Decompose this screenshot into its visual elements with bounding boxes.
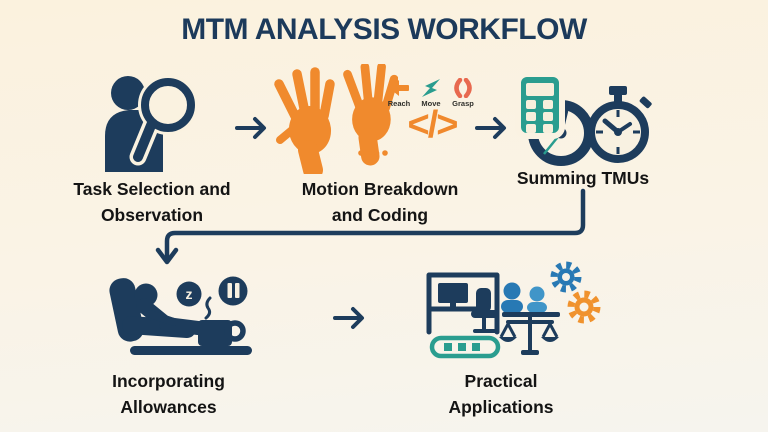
step-task-selection [95,70,213,172]
code-brackets-glyph: </> [407,104,459,146]
gear-orange-icon [567,290,601,324]
reach-label: Reach [387,99,411,108]
resting-person-icon: z [109,276,252,355]
step-motion-breakdown [272,64,398,174]
step-incorporating-allowances: z [98,262,263,362]
grasp-icon [447,78,479,98]
applications-icons [426,261,601,359]
reach-arrow-icon [383,78,415,98]
hands-icon [274,64,398,174]
micro-motion-dots-icon [358,147,388,159]
label-motion-breakdown: Motion Breakdown and Coding [301,179,459,225]
label-task-selection: Task Selection and Observation [73,179,231,225]
workstation-icon [426,272,500,335]
arrow-step1-step2-icon [235,117,266,139]
page-title: MTM ANALYSIS WORKFLOW [181,13,587,46]
coffee-mug-icon [198,296,246,346]
move-label: Move [421,99,441,108]
sleep-badge-icon: z [176,281,202,307]
stopwatch-icon [587,86,652,163]
calculator-timer-icon [515,71,652,166]
arrow-step4-step5-icon [333,307,364,329]
label-incorporating-allowances: Incorporating Allowances [112,371,225,417]
motion-code-icons [383,78,479,98]
move-arrow-icon [415,78,447,98]
calculator-icon [515,71,565,139]
step-practical-applications [416,258,608,360]
pause-badge-icon [218,276,248,306]
label-practical-applications: Practical Applications [448,371,554,417]
step-summing-tmus [506,68,658,168]
motion-code-labels: Reach Move Grasp [383,99,479,108]
meeting-people-icon [501,282,560,317]
grasp-label: Grasp [452,99,474,108]
gear-blue-icon [550,261,582,293]
label-summing-tmus: Summing TMUs [516,168,650,188]
conveyor-icon [429,335,501,359]
observer-magnifier-icon [105,75,198,172]
arrow-step2-step3-icon [475,117,506,139]
svg-text:z: z [186,286,193,302]
balance-scale-icon [499,317,559,355]
